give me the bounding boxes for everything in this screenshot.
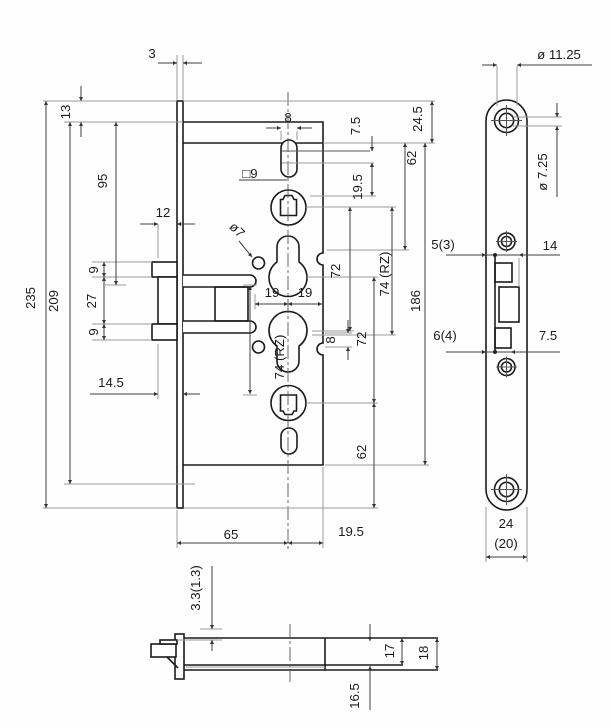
- bottom-view: [150, 633, 438, 680]
- screw-hole-bottom-cross: [491, 474, 522, 505]
- dim-label-dim-27: 27: [84, 294, 99, 309]
- dim-label-dim-20-plate: (20): [494, 536, 517, 551]
- latch-bolt-step: [159, 639, 178, 645]
- dim-label-dim-72-upper: 72: [328, 264, 343, 279]
- dimension-labels: 3 13 95 12 9 27 9 14.5 209 235 8 □9 ø7 19 19 72 74 (RZ) 8…: [23, 46, 581, 709]
- dim-label-dim-65: 65: [224, 527, 239, 542]
- dim-label-dim-3-3: 3.3(1.3): [188, 565, 203, 610]
- deadbolt-flange-lower: [151, 323, 178, 341]
- dim-label-dim-7-5-top: 7.5: [348, 117, 363, 135]
- dim-label-dia-7: ø7: [226, 219, 247, 240]
- latch-cutout-upper: [494, 262, 513, 283]
- deadbolt-body: [157, 276, 178, 325]
- dim-label-dia-11-25: ø 11.25: [537, 47, 581, 62]
- latch-bolt-tip: [150, 643, 177, 658]
- dim-label-dim-19-left: 19: [265, 285, 280, 300]
- screw-hole-mid-lower-cross: [496, 356, 517, 378]
- dim-label-dim-74-rz-right: 74 (RZ): [377, 252, 392, 297]
- dim-label-dim-19-5-top: 19.5: [350, 174, 365, 200]
- dim-label-dim-6-4: 6(4): [433, 328, 456, 343]
- hole-dia7-upper: [251, 256, 266, 270]
- dim-label-dim-12: 12: [156, 205, 171, 220]
- dim-label-dim-19-5-bottom: 19.5: [338, 524, 364, 539]
- case-bottom-view: [184, 637, 438, 671]
- dim-label-dim-18: 18: [416, 646, 431, 661]
- dim-label-dim-235: 235: [23, 287, 38, 309]
- dim-label-dim-8-top: 8: [284, 110, 291, 125]
- faceplate-front-view: [485, 99, 528, 511]
- screw-hole-top-cross: [491, 105, 522, 136]
- dim-label-dia-7-25: ø 7.25: [535, 153, 550, 190]
- dim-label-dim-9-lower: 9: [86, 328, 101, 335]
- dim-label-dim-13: 13: [58, 105, 73, 120]
- bolt-fork-lower-prong: [183, 320, 257, 334]
- latch-head: [498, 286, 520, 323]
- dim-label-dim-8-lower: 8: [323, 336, 338, 343]
- dim-label-dim-5-3: 5(3): [431, 237, 454, 252]
- dim-label-dim-16-5: 16.5: [347, 683, 362, 709]
- latch-bevel: [166, 656, 179, 669]
- dim-label-dim-7-5-right: 7.5: [539, 328, 557, 343]
- top-slot: [280, 139, 298, 178]
- dim-label-dim-74-rz-left: 74 (RZ): [272, 335, 287, 380]
- dim-label-dim-9-upper: 9: [86, 266, 101, 273]
- latch-cutout-lower: [494, 327, 512, 349]
- dim-label-dim-24-5: 24.5: [410, 106, 425, 132]
- dim-label-square-9: □9: [242, 166, 257, 181]
- bolt-fork-notch: [214, 286, 249, 322]
- dim-label-dim-62-top: 62: [404, 151, 419, 166]
- dim-label-dim-17: 17: [382, 644, 397, 659]
- bottom-slot: [280, 427, 298, 455]
- dim-label-dim-186: 186: [408, 290, 423, 312]
- faceplate-edge: [176, 100, 184, 509]
- hole-dia7-lower: [251, 340, 266, 354]
- dim-label-dim-209: 209: [46, 290, 61, 312]
- deadbolt-flange-upper: [151, 261, 178, 278]
- lock-case-outline: [183, 121, 324, 466]
- dimension-lines: [44, 61, 592, 710]
- screw-hole-mid-upper-cross: [496, 231, 517, 252]
- faceplate-outline: [485, 99, 528, 511]
- dim-label-dim-3: 3: [148, 46, 155, 61]
- dim-label-dim-62-bottom: 62: [354, 445, 369, 460]
- dim-label-dim-19-right: 19: [298, 285, 313, 300]
- follower-upper-square: [279, 194, 298, 217]
- follower-lower-square: [279, 394, 298, 416]
- dim-label-dim-72-lower: 72: [354, 332, 369, 347]
- dim-label-dim-14-right: 14: [543, 238, 558, 253]
- dim-label-dim-24-plate: 24: [499, 516, 514, 531]
- centerlines: [287, 92, 291, 682]
- dim-label-dim-95: 95: [95, 174, 110, 189]
- dim-label-dim-14-5: 14.5: [98, 375, 124, 390]
